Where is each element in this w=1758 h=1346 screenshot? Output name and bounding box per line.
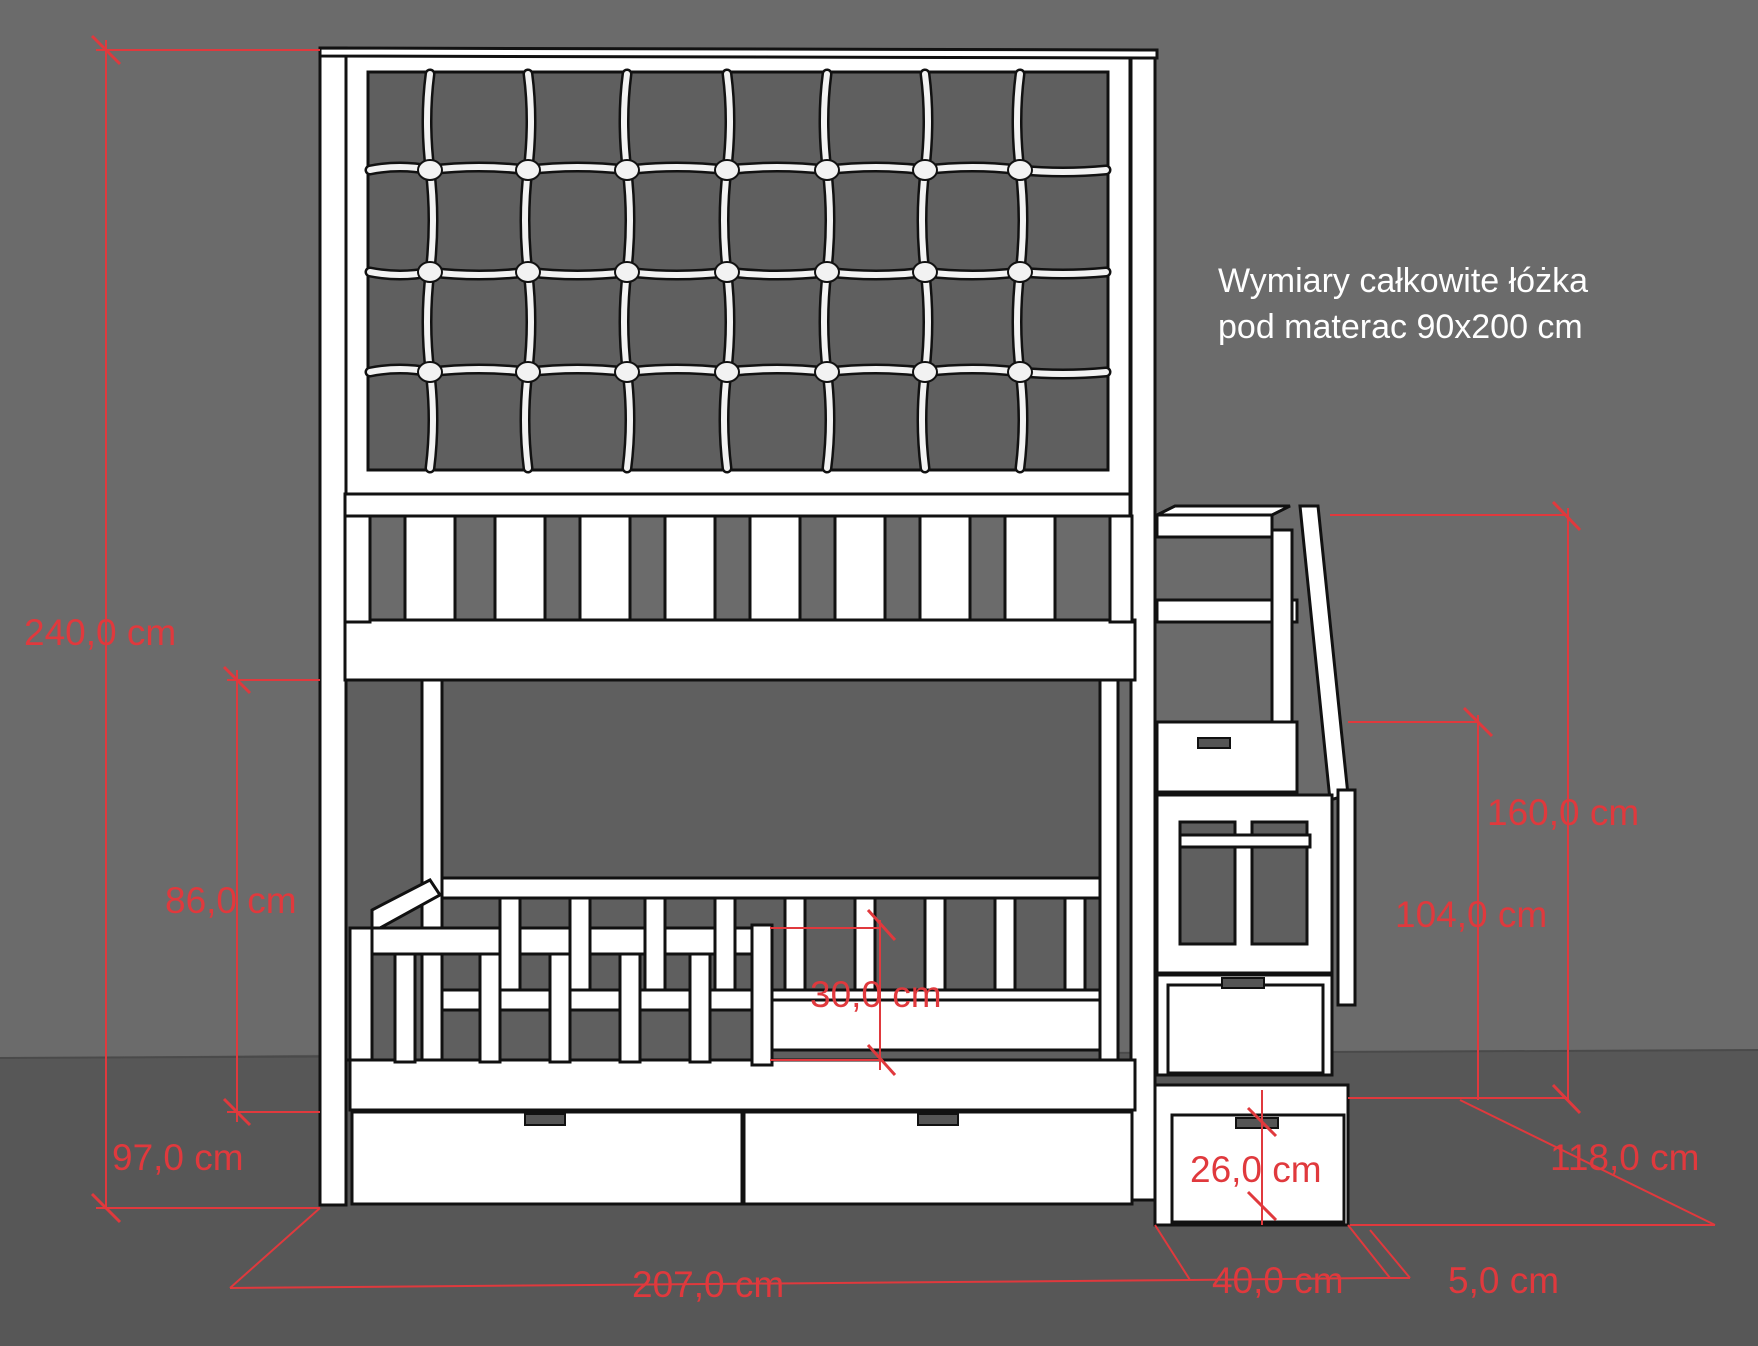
step-height-label: 26,0 cm [1190, 1149, 1322, 1190]
rope-knot [515, 159, 541, 181]
upper-slat [578, 514, 632, 622]
gap-label: 5,0 cm [1448, 1260, 1559, 1301]
info-line-1: Wymiary całkowite łóżka [1218, 262, 1588, 300]
stairs-depth-label: 118,0 cm [1550, 1137, 1699, 1178]
back-rail-slat [1063, 896, 1087, 992]
back-rail-slat [498, 896, 522, 992]
upper-slat [918, 514, 972, 622]
dimension-labels: 240,0 cm 86,0 cm 97,0 cm 207,0 cm 30,0 c… [24, 612, 1699, 1305]
rope-knot [614, 159, 640, 181]
upper-slat [493, 514, 547, 622]
rope-knot [614, 361, 640, 383]
rope-knot [1007, 261, 1033, 283]
rope-knot [417, 361, 443, 383]
step-top [1155, 720, 1299, 794]
rope-knot [814, 361, 840, 383]
rope-knot [515, 361, 541, 383]
front-rail-slat [618, 952, 642, 1064]
stairs-height-label: 160,0 cm [1487, 792, 1639, 833]
upper-bed-board [343, 618, 1137, 682]
upper-rail-slats [343, 514, 1134, 624]
front-rail-slat [548, 952, 572, 1064]
rope-knot [714, 361, 740, 383]
front-rail-slat [688, 952, 712, 1064]
bunk-bed [318, 46, 1159, 1207]
rope-knot [614, 261, 640, 283]
back-rail-slat [568, 896, 592, 992]
rail-height-label: 30,0 cm [810, 974, 942, 1015]
lower-bed-board [348, 1058, 1137, 1112]
upper-slat [403, 514, 457, 622]
back-rail-slat [853, 896, 877, 992]
length-label: 207,0 cm [632, 1264, 784, 1305]
info-text: Wymiary całkowite łóżka pod materac 90x2… [1218, 262, 1588, 346]
back-rail-slat [643, 896, 667, 992]
rope-knot [714, 261, 740, 283]
back-rail-slat [923, 896, 947, 992]
left-post [318, 46, 348, 1207]
stairs [1153, 504, 1357, 1227]
rope-knot [912, 261, 938, 283]
total-height-label: 240,0 cm [24, 612, 176, 653]
rope-knot [912, 159, 938, 181]
rope-knot [714, 159, 740, 181]
rope-knot [814, 261, 840, 283]
stairs-width-label: 40,0 cm [1212, 1260, 1344, 1301]
rope-knot [417, 261, 443, 283]
front-rail-slat [393, 952, 417, 1064]
rope-knot [1007, 361, 1033, 383]
lower-offset-label: 97,0 cm [112, 1137, 244, 1178]
upper-slat [833, 514, 887, 622]
upper-slat [663, 514, 717, 622]
back-rail-slat [713, 896, 737, 992]
rope-knot [417, 159, 443, 181]
back-rail-slat [783, 896, 807, 992]
info-line-2: pod materac 90x200 cm [1218, 308, 1583, 346]
front-rail-slat [478, 952, 502, 1064]
rope-knot [912, 361, 938, 383]
rope-knot [515, 261, 541, 283]
drawer-left [350, 1110, 744, 1206]
upper-slat [1003, 514, 1057, 622]
drawer-right [742, 1110, 1134, 1206]
back-rail-slat [993, 896, 1017, 992]
rope-knot [814, 159, 840, 181]
stairs-platform-label: 104,0 cm [1395, 894, 1547, 935]
upper-slat [748, 514, 802, 622]
rope-net [364, 68, 1112, 474]
rope-knot [1007, 159, 1033, 181]
lower-bed-height-label: 86,0 cm [165, 880, 297, 921]
dimension-lines [90, 34, 1716, 1289]
